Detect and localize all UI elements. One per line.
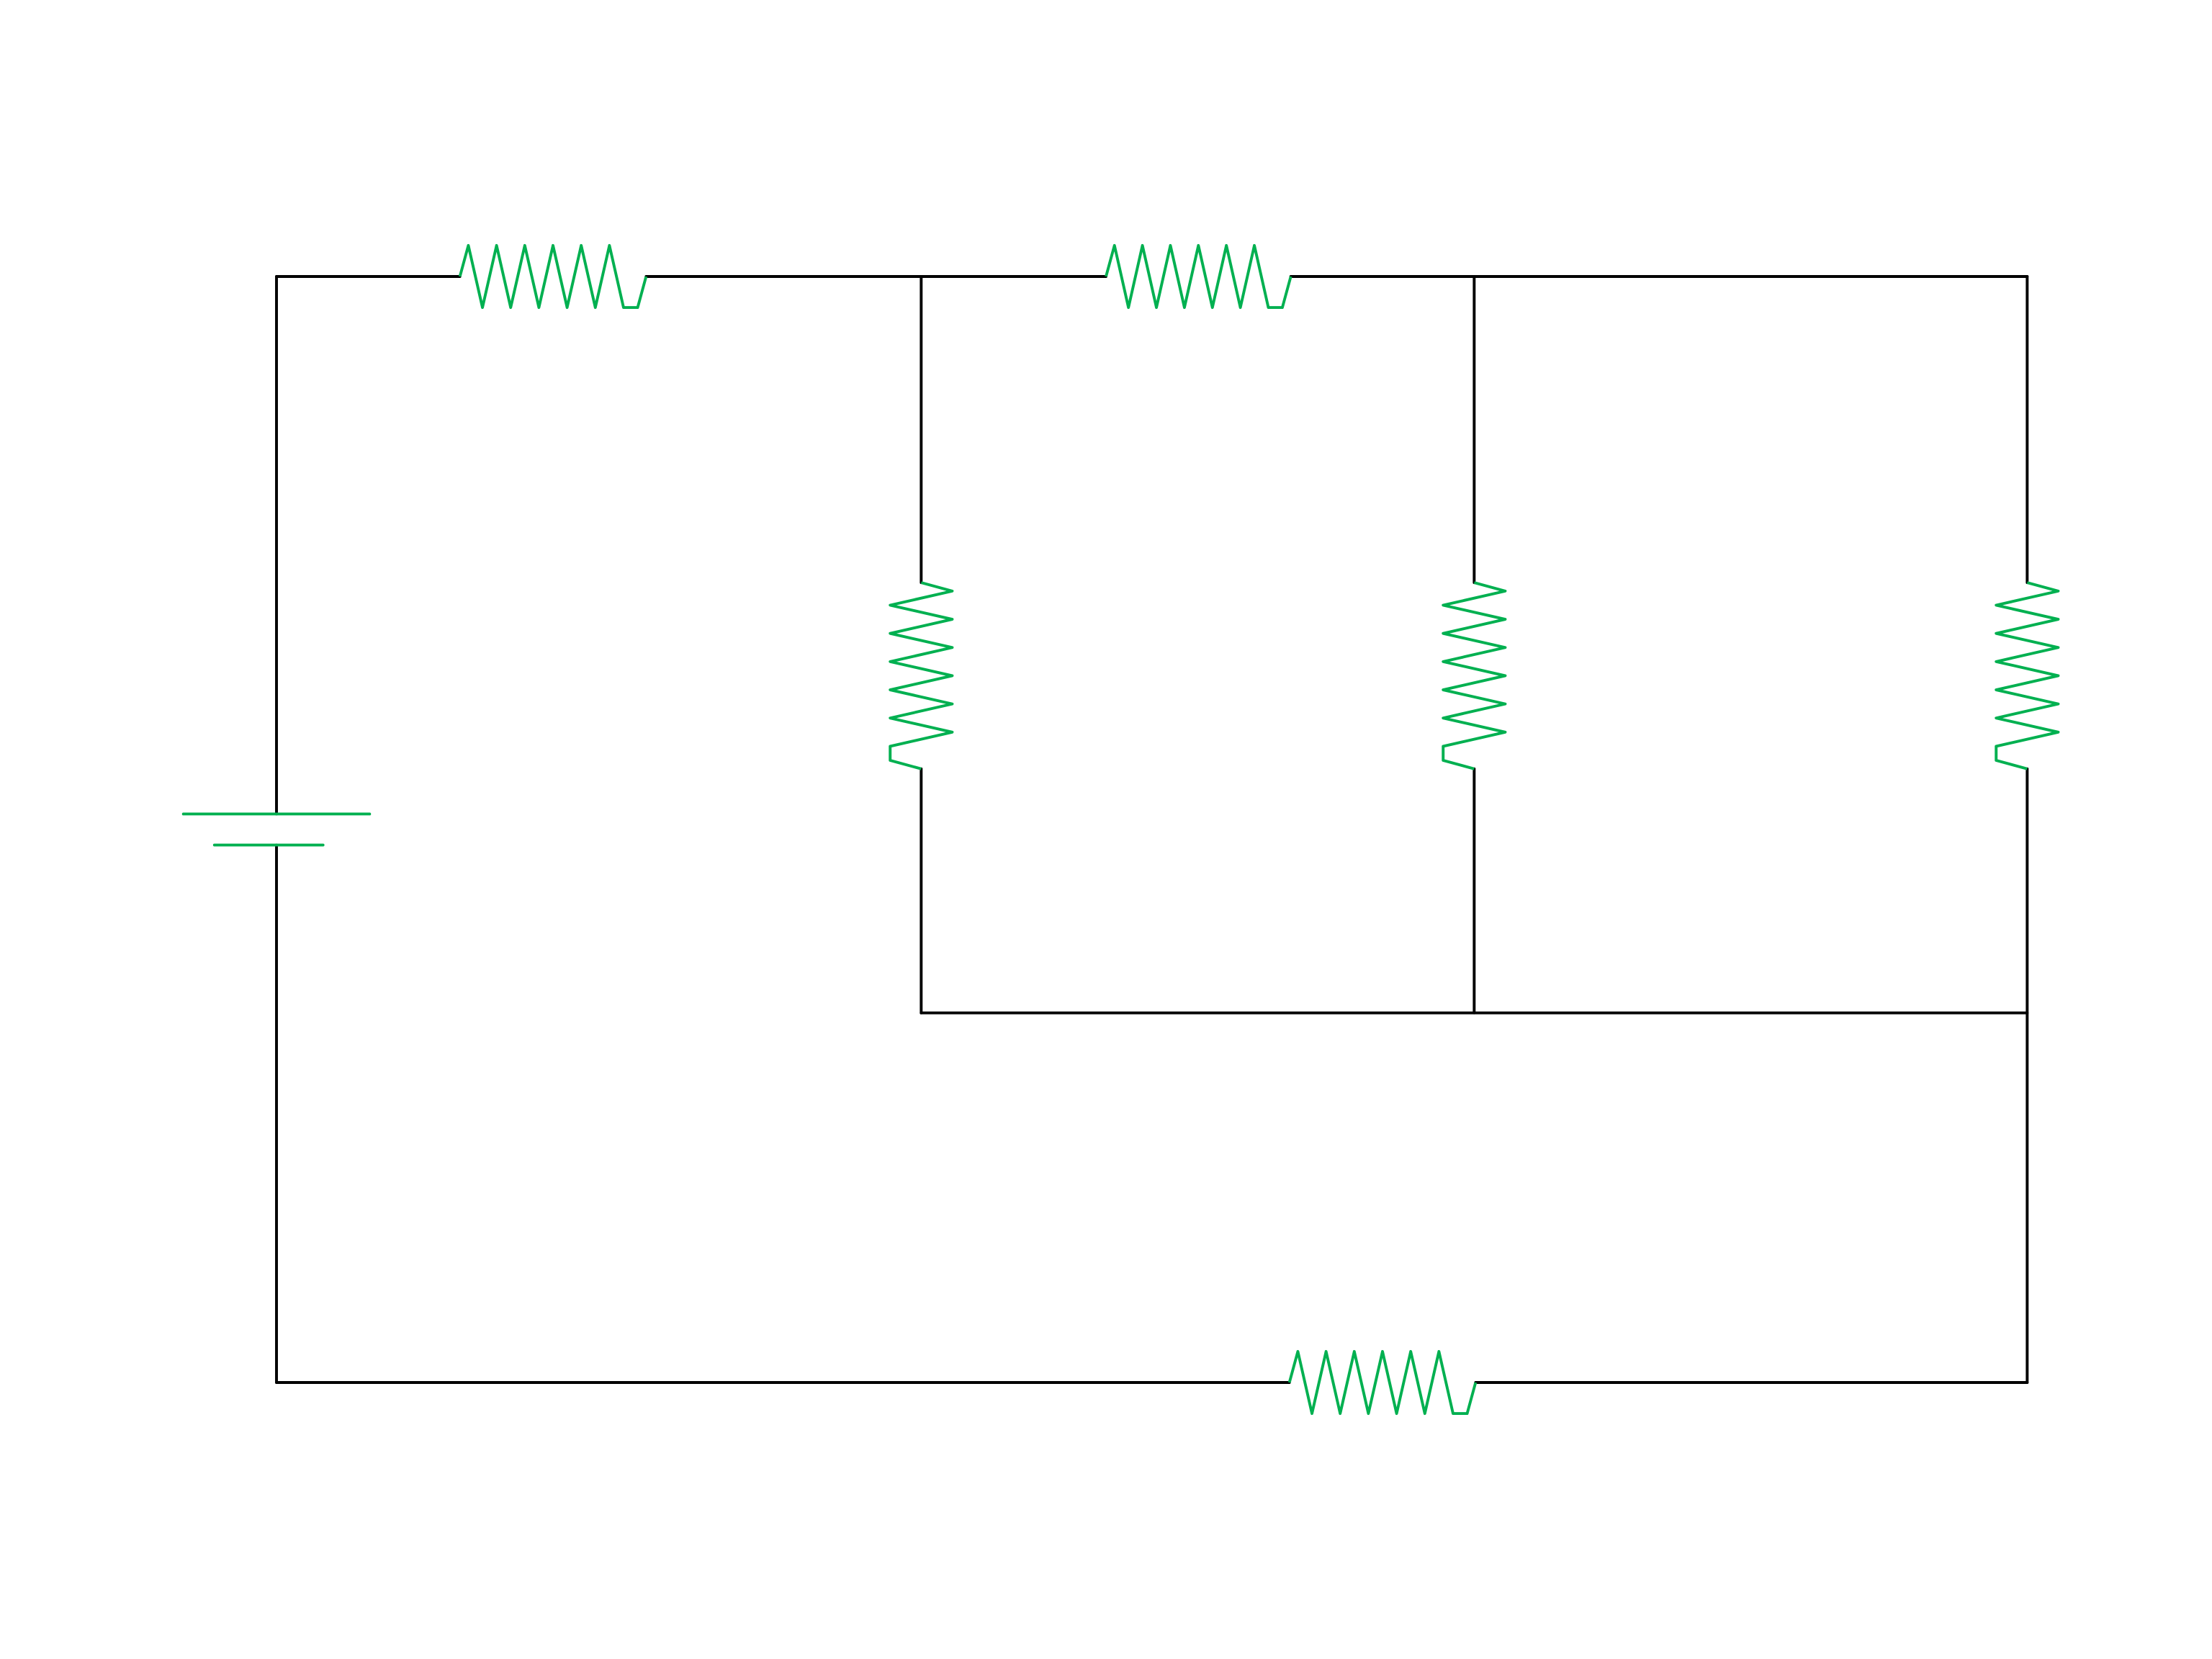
wires xyxy=(275,275,2029,1384)
resistor-vertical-middle xyxy=(1442,581,1507,770)
resistor-bottom xyxy=(1287,1349,1478,1416)
resistor-top-left xyxy=(458,243,648,310)
resistor-top-middle xyxy=(1105,243,1292,310)
resistor-vertical-left xyxy=(889,581,954,770)
resistor-vertical-right xyxy=(1995,581,2060,770)
components xyxy=(181,243,2060,1416)
